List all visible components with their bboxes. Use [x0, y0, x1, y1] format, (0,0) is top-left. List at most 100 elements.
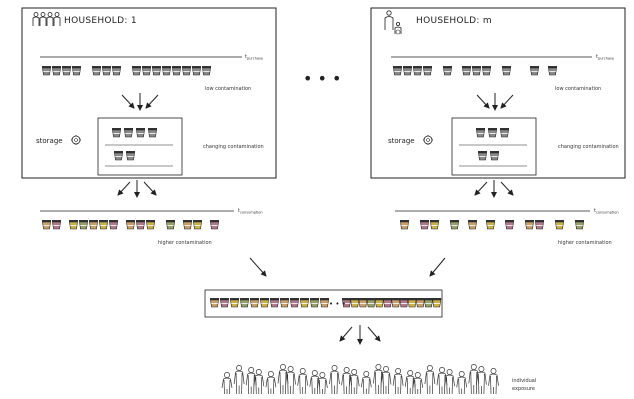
- pool-ellipsis: • • •: [329, 300, 346, 308]
- yogurt-cup-icon: [142, 66, 151, 75]
- yogurt-cup-icon: [468, 220, 477, 229]
- yogurt-cup-icon: [42, 66, 51, 75]
- person-silhouette: [222, 372, 232, 394]
- person-silhouette: [286, 366, 296, 394]
- higher-contamination-label: higher contamination: [558, 240, 612, 246]
- yogurt-cup-icon: [109, 220, 118, 229]
- household-1-box: [22, 8, 276, 178]
- yogurt-cup-icon: [490, 151, 499, 160]
- household-1-outflow-arrows: [118, 180, 156, 197]
- storage-box: [452, 118, 536, 175]
- yogurt-cup-icon: [413, 66, 422, 75]
- changing-contamination-label: changing contamination: [558, 144, 619, 150]
- storage-label: storage: [388, 137, 415, 145]
- yogurt-cup-icon: [210, 298, 219, 307]
- yogurt-cup-icon: [79, 220, 88, 229]
- yogurt-cup-icon: [114, 151, 123, 160]
- yogurt-cup-icon: [450, 220, 459, 229]
- yogurt-cup-icon: [183, 220, 192, 229]
- yogurt-cup-icon: [172, 66, 181, 75]
- yogurt-cup-icon: [393, 66, 402, 75]
- yogurt-cup-icon: [193, 220, 202, 229]
- yogurt-cup-icon: [52, 220, 61, 229]
- changing-contamination-label: changing contamination: [203, 144, 264, 150]
- yogurt-cup-icon: [230, 298, 239, 307]
- people-crowd-icon: [222, 364, 499, 394]
- storage-label: storage: [36, 137, 63, 145]
- yogurt-cup-icon: [69, 220, 78, 229]
- yogurt-cup-icon: [424, 298, 433, 307]
- yogurt-cup-icon: [210, 220, 219, 229]
- yogurt-cup-icon: [416, 298, 425, 307]
- yogurt-cup-icon: [488, 128, 497, 137]
- person-silhouette: [266, 371, 276, 394]
- yogurt-cup-icon: [472, 66, 481, 75]
- yogurt-cup-icon: [530, 66, 539, 75]
- yogurt-cup-icon: [62, 66, 71, 75]
- person-silhouette: [425, 365, 435, 394]
- storage-box: [98, 118, 182, 175]
- exposure-label-line1: individual: [512, 378, 536, 384]
- yogurt-cup-icon: [162, 66, 171, 75]
- yogurt-cup-icon: [112, 66, 121, 75]
- yogurt-cup-icon: [505, 220, 514, 229]
- parent-child-icon: [385, 11, 401, 34]
- fridge-gear-icon: [71, 135, 81, 145]
- yogurt-cup-icon: [102, 66, 111, 75]
- converge-arrow-right: [430, 258, 445, 276]
- yogurt-cup-icon: [124, 128, 133, 137]
- yogurt-cup-icon: [52, 66, 61, 75]
- yogurt-cup-icon: [270, 298, 279, 307]
- yogurt-cup-icon: [482, 66, 491, 75]
- fridge-gear-icon: [423, 135, 433, 145]
- person-silhouette: [457, 371, 467, 394]
- household-1-panel: HOUSEHOLD: 1 tpurchase low contamination…: [22, 8, 276, 178]
- yogurt-cup-icon: [310, 298, 319, 307]
- yogurt-cup-icon: [443, 66, 452, 75]
- yogurt-cup-icon: [240, 298, 249, 307]
- yogurt-cup-icon: [192, 66, 201, 75]
- storage-inflow-arrows: [477, 93, 513, 110]
- purchase-cups-row: [393, 66, 557, 75]
- yogurt-cup-icon: [367, 298, 376, 307]
- low-contamination-label: low contamination: [555, 86, 601, 92]
- yogurt-cup-icon: [42, 220, 51, 229]
- yogurt-cup-icon: [92, 66, 101, 75]
- yogurt-cup-icon: [72, 66, 81, 75]
- person-silhouette: [476, 366, 486, 394]
- yogurt-cup-icon: [391, 298, 400, 307]
- yogurt-cup-icon: [383, 298, 392, 307]
- exposure-arrows: [340, 325, 380, 344]
- consumption-cups-row: [400, 220, 584, 229]
- yogurt-cup-icon: [478, 151, 487, 160]
- yogurt-cup-icon: [375, 298, 384, 307]
- person-silhouette: [349, 369, 359, 394]
- yogurt-cup-icon: [280, 298, 289, 307]
- consumption-t-label: tconsumption: [594, 208, 619, 215]
- yogurt-cup-icon: [300, 298, 309, 307]
- storage-cups: [476, 128, 509, 160]
- yogurt-cup-icon: [535, 220, 544, 229]
- purchase-t-label: tpurchase: [596, 54, 614, 61]
- yogurt-cup-icon: [432, 298, 441, 307]
- household-1-title: HOUSEHOLD: 1: [64, 16, 137, 26]
- person-silhouette: [393, 368, 403, 394]
- person-silhouette: [489, 368, 499, 394]
- yogurt-cup-icon: [89, 220, 98, 229]
- yogurt-cup-icon: [399, 298, 408, 307]
- person-silhouette: [381, 366, 391, 394]
- purchase-t-label: tpurchase: [245, 54, 263, 61]
- yogurt-cup-icon: [146, 220, 155, 229]
- family-icon: [33, 13, 60, 27]
- yogurt-cup-icon: [260, 298, 269, 307]
- yogurt-cup-icon: [148, 128, 157, 137]
- yogurt-cup-icon: [403, 66, 412, 75]
- storage-inflow-arrows: [122, 93, 158, 110]
- yogurt-cup-icon: [408, 298, 417, 307]
- yogurt-cup-icon: [99, 220, 108, 229]
- yogurt-cup-icon: [502, 66, 511, 75]
- yogurt-cup-icon: [202, 66, 211, 75]
- exposure-label-line2: exposure: [512, 386, 535, 392]
- consumption-t-label: tconsumption: [238, 208, 263, 215]
- yogurt-cup-icon: [555, 220, 564, 229]
